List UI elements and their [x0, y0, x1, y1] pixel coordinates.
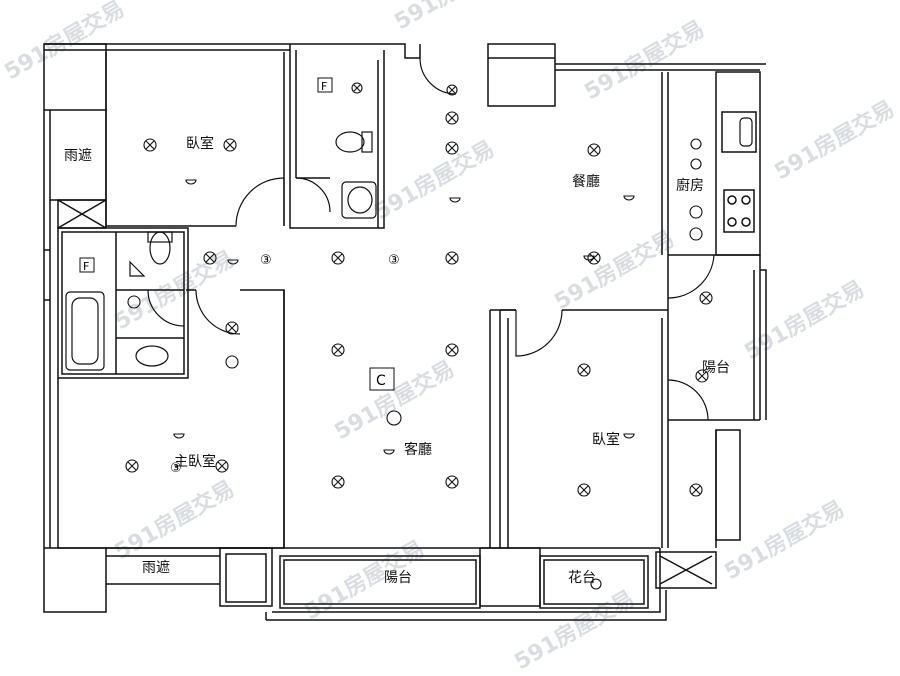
planter-label: 花台	[568, 570, 596, 586]
toilet	[335, 131, 365, 153]
wall-lamp-icon	[623, 433, 635, 439]
kitchen-label: 廚房	[676, 177, 704, 194]
downlight-icon	[386, 410, 402, 426]
canopy-bottom-label: 雨遮	[142, 560, 170, 576]
downlight-icon	[590, 578, 602, 590]
light-icon	[225, 321, 239, 335]
light-icon	[577, 483, 591, 497]
light-icon	[351, 82, 363, 94]
watermark: 591房屋交易	[580, 16, 709, 105]
light-icon	[445, 111, 459, 125]
light-icon	[215, 459, 229, 473]
wall-lamp-icon	[449, 197, 461, 203]
downlight-icon	[690, 158, 702, 170]
master-bedroom-label: 主臥室	[174, 453, 216, 470]
bedroom-right-label: 臥室	[592, 431, 620, 448]
watermark: 591房屋交易	[0, 0, 129, 85]
light-icon	[331, 251, 345, 265]
light-icon	[446, 84, 458, 96]
dining-room-label: 餐廳	[572, 173, 600, 190]
watermark: 591房屋交易	[550, 226, 679, 315]
wall-lamp-icon	[623, 195, 635, 201]
downlight-icon	[689, 227, 703, 241]
light-icon	[445, 251, 459, 265]
watermark: 591房屋交易	[770, 96, 899, 185]
wall-lamp-icon	[583, 255, 595, 261]
bathtub	[65, 291, 105, 371]
watermark: 591房屋交易	[370, 136, 499, 225]
bedroom-top-label: 臥室	[186, 135, 214, 152]
downlight-icon	[689, 205, 703, 219]
lamps	[127, 138, 703, 590]
downlight-icon	[690, 138, 702, 150]
light-icon	[695, 369, 709, 383]
light-icon	[689, 483, 703, 497]
canopy-left-label: 雨遮	[64, 148, 92, 164]
balcony-bottom-label: 陽台	[384, 570, 412, 586]
light-3-label: ③	[388, 253, 400, 268]
downlight-icon	[127, 295, 141, 309]
light-icon	[331, 343, 345, 357]
light-icon	[445, 141, 459, 155]
fan-box	[317, 77, 333, 93]
closet-box	[369, 367, 395, 391]
light-3-label: ③	[170, 461, 182, 476]
watermark: 591房屋交易	[510, 586, 639, 675]
sink	[135, 345, 169, 367]
fan-mark-label: F	[83, 260, 89, 273]
walls	[43, 43, 767, 621]
light-icon	[223, 138, 237, 152]
wall-lamp-icon	[227, 259, 239, 265]
fan-box	[79, 257, 95, 273]
living-room-label: 客廳	[404, 441, 432, 458]
light-icon	[125, 459, 139, 473]
downlight-icon	[225, 355, 239, 369]
light-icon	[203, 251, 217, 265]
closet-mark-label: C	[376, 373, 386, 389]
balcony-right-label: 陽台	[702, 360, 730, 376]
fan-mark-label: F	[321, 80, 327, 93]
toilet	[149, 231, 171, 265]
wall-lamp-icon	[173, 433, 185, 439]
light-icon	[143, 138, 157, 152]
light-icon	[445, 343, 459, 357]
light-icon	[699, 291, 713, 305]
light-icon	[445, 475, 459, 489]
wall-lamp-icon	[185, 179, 197, 185]
wall-lamp-icon	[383, 449, 395, 455]
sink	[341, 181, 377, 219]
watermark: 591房屋交易	[390, 0, 519, 35]
doors	[147, 57, 715, 421]
light-icon	[587, 143, 601, 157]
light-icon	[331, 475, 345, 489]
light-icon	[577, 363, 591, 377]
fixtures	[65, 117, 753, 371]
ceiling-lights	[125, 82, 713, 497]
light-3-label: ③	[260, 253, 272, 268]
